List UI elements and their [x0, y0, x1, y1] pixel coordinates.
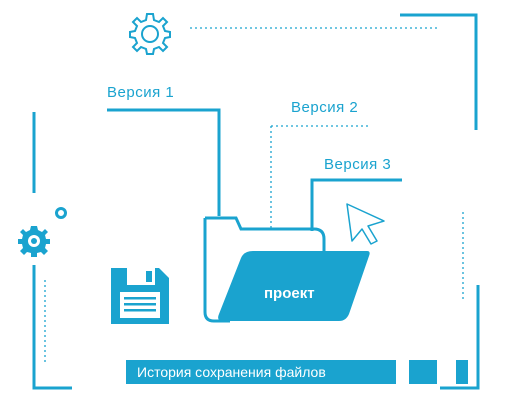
version-1-label: Версия 1 — [107, 84, 175, 101]
footer-block-1 — [409, 360, 437, 384]
version-3-label: Версия 3 — [324, 156, 392, 173]
folder-back — [205, 216, 326, 251]
gear-icon — [18, 226, 50, 257]
gear-outline-icon — [129, 13, 171, 55]
frame-lines — [32, 13, 480, 390]
folder-icon — [203, 216, 370, 323]
cursor-arrow-icon — [346, 203, 385, 245]
folder-label: проект — [264, 285, 315, 302]
frame-corner-bottom-left — [32, 265, 72, 390]
floppy-disk-icon — [111, 268, 169, 324]
version-3-leader — [310, 178, 320, 231]
footer-caption: История сохранения файлов — [137, 364, 326, 380]
folder-side — [203, 218, 230, 323]
version-1-leader — [107, 108, 221, 216]
version-2-label: Версия 2 — [291, 99, 359, 116]
frame-corner-bottom-right — [440, 285, 480, 390]
folder-front — [218, 251, 370, 321]
footer-bar — [126, 360, 396, 384]
dotted-guides — [44, 27, 464, 365]
frame-corner-top-right — [400, 13, 478, 130]
footer-block-2 — [456, 360, 468, 384]
small-circle-icon — [55, 207, 67, 219]
